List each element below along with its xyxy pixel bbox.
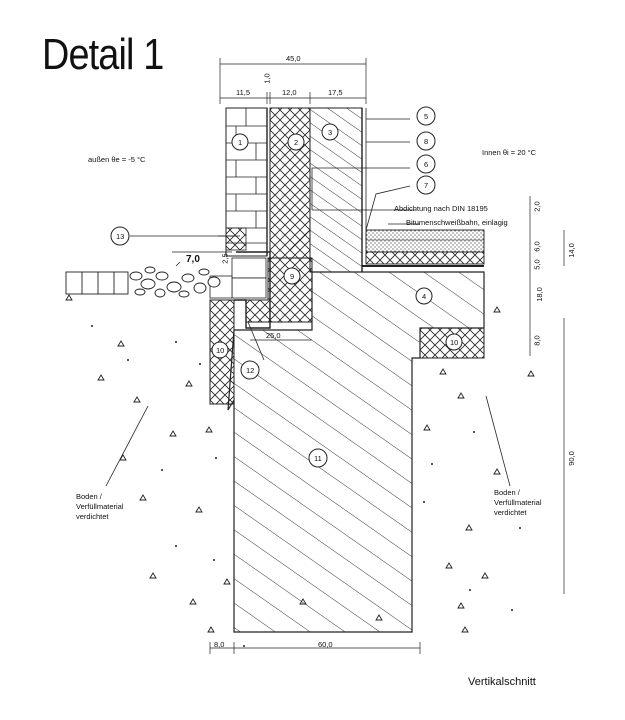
callout-11: 11 xyxy=(314,454,322,463)
outside-temp-label: außen θe = -5 °C xyxy=(88,155,146,164)
foundation-slab xyxy=(227,271,485,633)
callout-5: 5 xyxy=(424,112,429,121)
dim-top-3: 12,0 xyxy=(282,88,297,97)
soil-marks xyxy=(65,294,535,633)
dim-right-180: 18,0 xyxy=(534,287,544,302)
soil-left-label: Boden / Verfüllmaterial verdichtet xyxy=(76,492,124,521)
callout-1: 1 xyxy=(238,138,243,147)
callout-13: 13 xyxy=(116,232,125,241)
soil-dots xyxy=(91,325,521,647)
leader-lines xyxy=(105,118,511,487)
callout-circles xyxy=(110,106,463,468)
dim-top-1: 11,5 xyxy=(236,88,251,97)
gravel-bed xyxy=(65,266,221,298)
dim-right-50: 5,0 xyxy=(532,259,542,270)
dim-bottom-60: 60,0 xyxy=(318,640,333,649)
callout-6: 6 xyxy=(424,160,429,169)
dim-mid-25: 25,0 xyxy=(266,331,281,340)
dim-top-4: 17,5 xyxy=(328,88,343,97)
insulation-layer xyxy=(266,107,311,259)
soil-right-label: Boden / Verfüllmaterial verdichtet xyxy=(494,488,542,517)
dim-right-20: 2,0 xyxy=(532,201,542,212)
plinth-blocks xyxy=(209,257,267,299)
dim-left-7: 7,0 xyxy=(186,254,200,265)
section-caption: Vertikalschnitt xyxy=(468,676,536,688)
callout-2: 2 xyxy=(294,138,299,147)
callout-9: 9 xyxy=(290,272,295,281)
dim-bottom-8: 8,0 xyxy=(214,640,225,649)
dim-top-total: 45,0 xyxy=(286,54,301,63)
callout-3: 3 xyxy=(328,128,333,137)
sealing-label: Abdichtung nach DIN 18195 xyxy=(394,204,488,213)
dim-top-2: 1,0 xyxy=(262,73,272,84)
brick-wall xyxy=(225,107,268,257)
dim-right-900: 90,0 xyxy=(566,451,576,466)
callout-4: 4 xyxy=(422,292,427,301)
dim-left-25: 2,5 xyxy=(220,253,230,264)
callout-10-right: 10 xyxy=(450,338,459,347)
callout-8: 8 xyxy=(424,137,429,146)
inner-concrete-wall xyxy=(289,107,367,273)
callout-7: 7 xyxy=(424,181,429,190)
dim-right-140: 14,0 xyxy=(566,243,576,258)
drawing-title: Detail 1 xyxy=(42,30,164,79)
dim-right-80: 8,0 xyxy=(532,335,542,346)
dim-right-60: 6,0 xyxy=(532,241,542,252)
inside-temp-label: Innen θi = 20 °C xyxy=(482,148,537,157)
dimension-lines xyxy=(172,58,565,654)
callout-10-left: 10 xyxy=(216,346,225,355)
callout-12: 12 xyxy=(246,366,255,375)
floor-buildup xyxy=(362,229,485,267)
bitumen-label: Bitumenschweißbahn, einlagig xyxy=(406,218,508,227)
